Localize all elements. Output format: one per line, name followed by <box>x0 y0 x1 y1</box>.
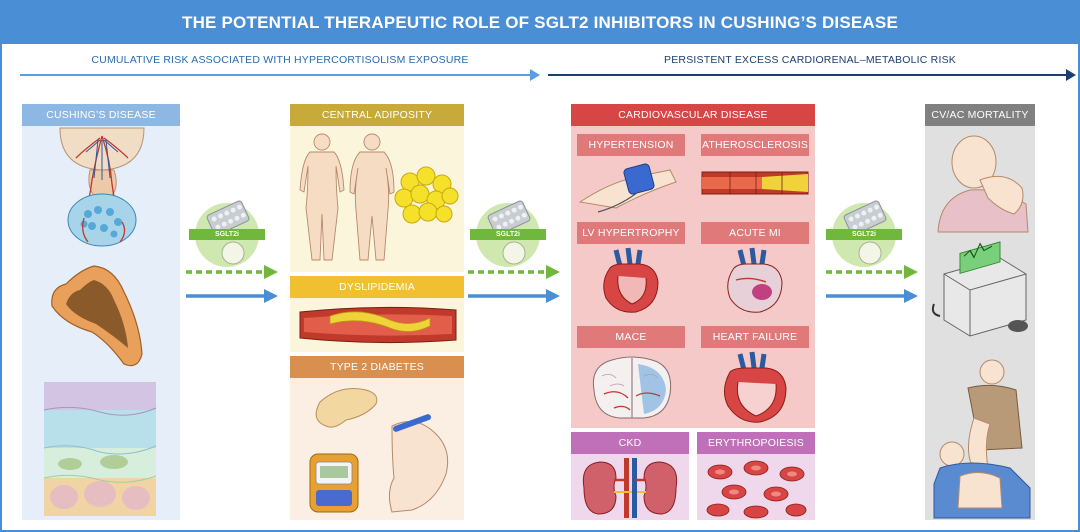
lipid-artery-illustration <box>299 306 457 344</box>
pituitary-illustration <box>59 127 145 247</box>
sglt2i-label-3: SGLT2i <box>852 231 876 238</box>
cardiovascular-header: CARDIOVASCULAR DISEASE <box>571 104 815 126</box>
sglt2i-pill-badge-3 <box>826 200 902 267</box>
arrow-pair-2 <box>468 265 560 303</box>
obese-figures-illustration <box>299 133 459 261</box>
mortality-header: CV/AC MORTALITY <box>925 104 1035 126</box>
lv-hypertrophy-label: LV HYPERTROPHY <box>577 222 685 244</box>
acute-mi-heart-illustration <box>727 247 783 313</box>
erythropoiesis-header: ERYTHROPOIESIS <box>697 432 815 454</box>
mace-label: MACE <box>577 326 685 348</box>
sglt2i-label-2: SGLT2i <box>496 231 520 238</box>
ckd-header: CKD <box>571 432 689 454</box>
sglt2i-label-1: SGLT2i <box>215 231 239 238</box>
cushing-header: CUSHING’S DISEASE <box>22 104 180 126</box>
adrenal-gland-illustration <box>51 265 143 367</box>
hypertension-label: HYPERTENSION <box>577 134 685 156</box>
red-blood-cells-illustration <box>706 460 807 519</box>
blood-pressure-cuff-illustration <box>578 163 677 213</box>
kidneys-illustration <box>582 458 678 518</box>
atherosclerosis-label: ATHEROSCLEROSIS <box>701 134 809 156</box>
dyslipidemia-header: DYSLIPIDEMIA <box>290 276 464 298</box>
arrow-pair-3 <box>826 265 918 303</box>
arrow-pair-1 <box>186 265 278 303</box>
type2-diabetes-header: TYPE 2 DIABETES <box>290 356 464 378</box>
figure-title: THE POTENTIAL THERAPEUTIC ROLE OF SGLT2 … <box>2 2 1078 44</box>
heart-failure-label: HEART FAILURE <box>701 326 809 348</box>
phase-left-label: CUMULATIVE RISK ASSOCIATED WITH HYPERCOR… <box>91 54 469 66</box>
defibrillator-illustration <box>931 241 1028 337</box>
adrenal-cortex-layers-illustration <box>43 382 157 516</box>
cpr-illustration <box>933 359 1031 519</box>
chest-pain-person-illustration <box>937 135 1029 233</box>
central-adiposity-header: CENTRAL ADIPOSITY <box>290 104 464 126</box>
diabetes-illustration <box>309 388 449 513</box>
acute-mi-label: ACUTE MI <box>701 222 809 244</box>
phase-left-arrow <box>20 69 540 81</box>
brain-stroke-illustration <box>592 356 672 419</box>
heart-failure-illustration <box>724 351 787 423</box>
sglt2i-pill-badge-1 <box>189 200 265 267</box>
sglt2i-pill-badge-2 <box>470 200 546 267</box>
atherosclerosis-artery-illustration <box>701 171 809 195</box>
phase-right-label: PERSISTENT EXCESS CARDIORENAL–METABOLIC … <box>664 54 956 66</box>
phase-right-arrow <box>548 69 1076 81</box>
lv-hypertrophy-heart-illustration <box>603 247 659 313</box>
